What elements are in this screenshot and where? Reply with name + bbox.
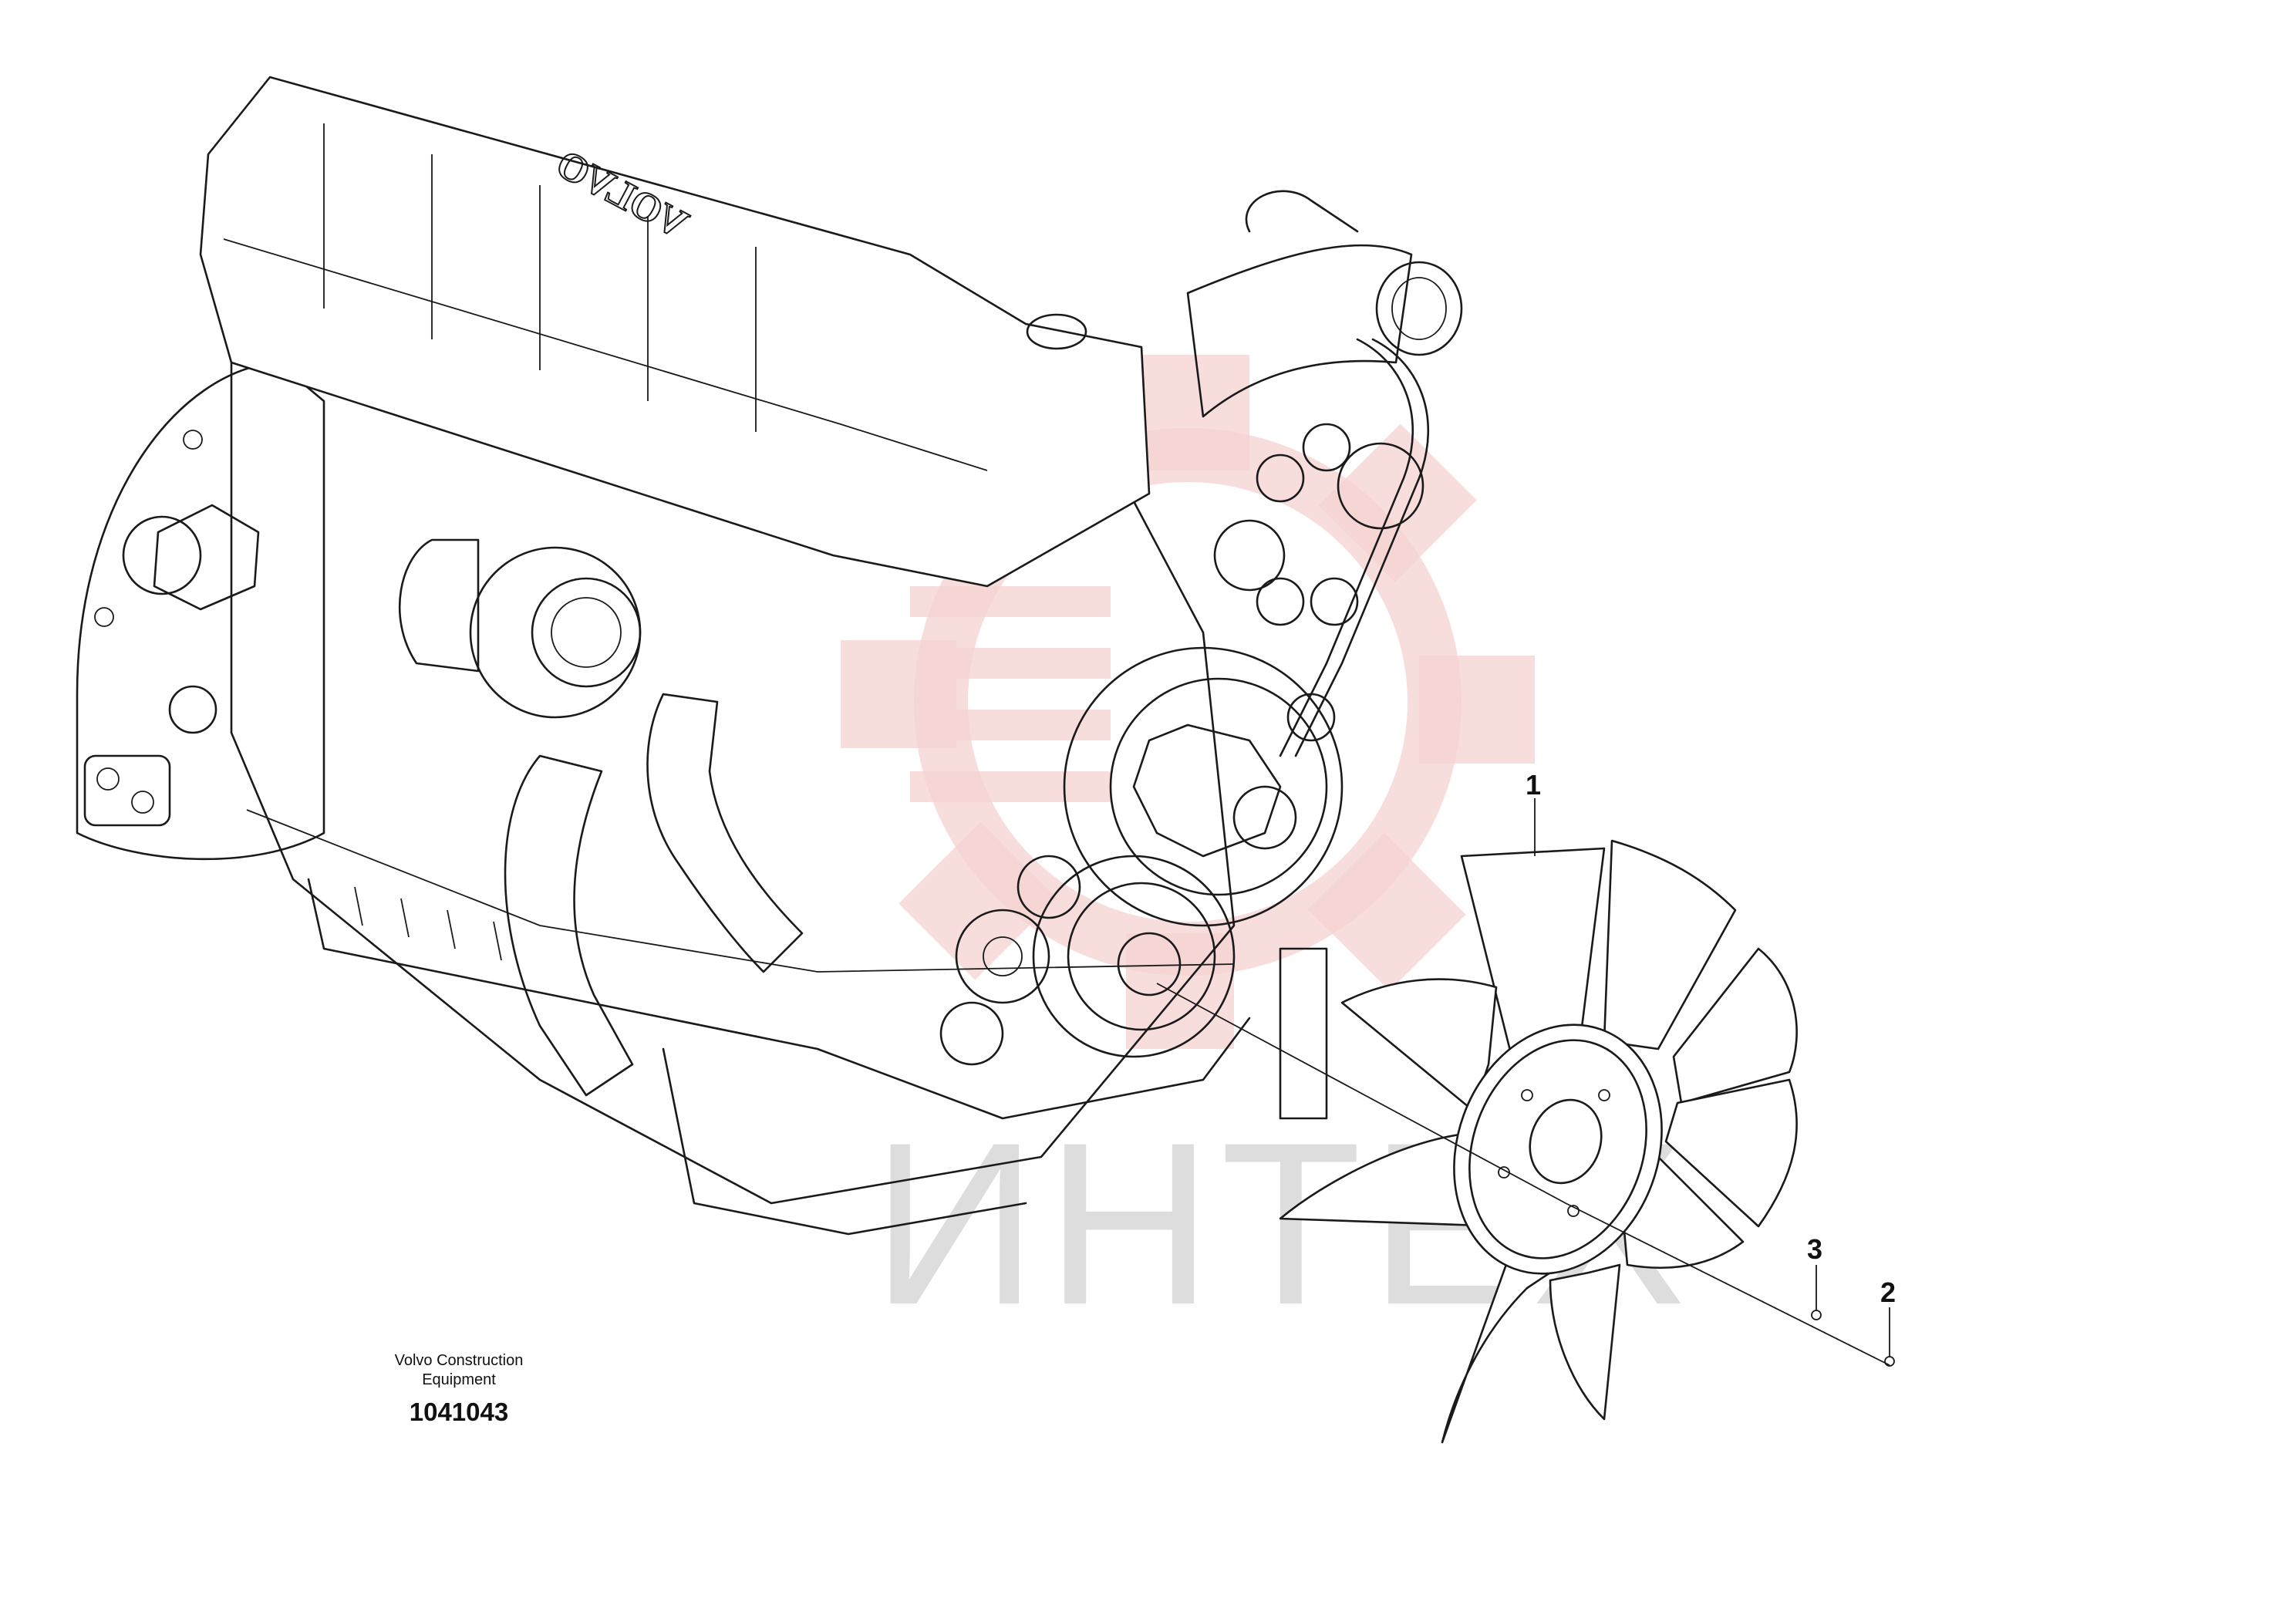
fan-assembly	[1279, 839, 1798, 1444]
leader-lines	[1156, 798, 1895, 1367]
callout-3: 3	[1807, 1233, 1822, 1265]
company-label: Volvo Construction Equipment	[394, 1352, 524, 1388]
engine-illustration: VOLVO	[76, 76, 1463, 1236]
callout-2: 2	[1880, 1276, 1896, 1308]
callout-1: 1	[1526, 769, 1541, 801]
drawing-number: 1041043	[409, 1398, 509, 1426]
